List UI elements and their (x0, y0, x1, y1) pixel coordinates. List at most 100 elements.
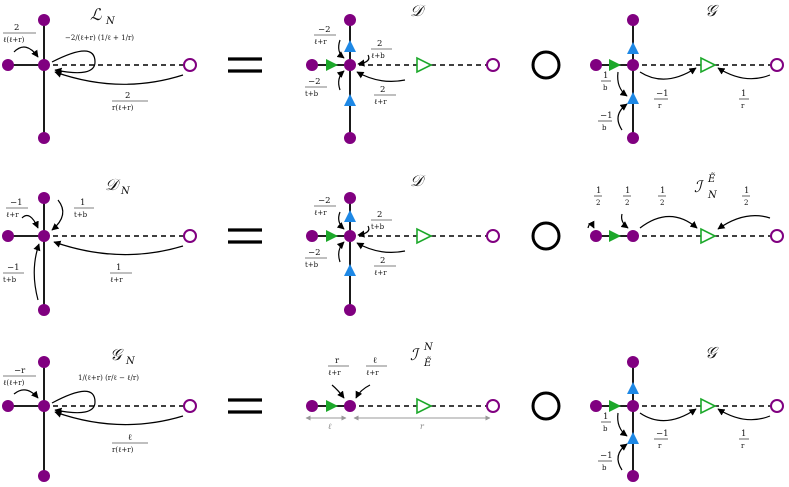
label: 1/(ℓ+r) (r/ℓ − ℓ/r) (78, 374, 139, 382)
node (627, 356, 639, 368)
green-triangle-right (609, 400, 621, 412)
label: r (420, 422, 425, 431)
label: r (335, 356, 340, 366)
title-G: 𝒢 (705, 343, 719, 362)
label: 2 (596, 199, 600, 207)
blue-triangle-up (344, 94, 356, 106)
label: ℓ+r (314, 209, 327, 217)
blue-triangle-up (344, 210, 356, 222)
blue-triangle-up (627, 432, 639, 444)
graph-G-row3: 𝒢 1 b −1 r 1 r −1 (590, 343, 784, 482)
node (627, 132, 639, 144)
label: b (602, 124, 607, 132)
label: 2 (377, 210, 382, 220)
label: ℓ+r (6, 211, 19, 219)
composition-operator (531, 391, 561, 421)
title-L-N: ℒ (90, 5, 102, 24)
title-D: 𝒟 (410, 1, 426, 20)
node (38, 132, 50, 144)
graph-D-N: 𝒟 N −1 ℓ+r 1 t+b −1 t+b 1 ℓ+r (2, 175, 197, 316)
label: 1 (596, 186, 601, 196)
green-triangle-right (326, 59, 338, 71)
green-triangle-right (326, 230, 338, 242)
label: ℓ(ℓ+r) (3, 379, 25, 387)
label: 2 (380, 85, 385, 95)
node (344, 230, 356, 242)
composition-operator (531, 221, 561, 251)
label: r(ℓ+r) (112, 446, 134, 454)
label: −2/(ℓ+r) (1/ℓ + 1/r) (65, 34, 134, 42)
node (38, 470, 50, 482)
node (306, 230, 318, 242)
label: −2 (318, 196, 331, 206)
title-D-N-sub: N (120, 186, 131, 197)
blue-triangle-up (344, 264, 356, 276)
label: 1 (603, 71, 608, 81)
graph-G: 𝒢 1 b −1 r 1 r −1 (590, 1, 784, 144)
label: ℓ+r (374, 98, 387, 106)
node (38, 14, 50, 26)
node (38, 400, 50, 412)
boundary-node (486, 399, 500, 413)
label: t+b (74, 211, 88, 219)
node (344, 192, 356, 204)
node (590, 400, 602, 412)
label: b (602, 464, 607, 472)
label: −1 (656, 89, 669, 99)
label: ℓ (373, 356, 377, 366)
node (344, 14, 356, 26)
label: 2 (14, 23, 19, 33)
label: ℓ+r (328, 369, 341, 377)
node (627, 59, 639, 71)
blue-triangle-up (627, 42, 639, 54)
label: 2 (377, 39, 382, 49)
node (38, 192, 50, 204)
label: ℓ+r (314, 38, 327, 46)
boundary-node (486, 229, 500, 243)
label: −r (14, 366, 26, 376)
label: −1 (10, 198, 23, 208)
hollow-triangle-right (700, 397, 717, 415)
node (627, 400, 639, 412)
node (306, 400, 318, 412)
node (590, 59, 602, 71)
node (38, 304, 50, 316)
boundary-node (183, 229, 197, 243)
boundary-node (183, 399, 197, 413)
label: t+b (305, 90, 319, 98)
node (344, 59, 356, 71)
label: t+b (3, 276, 17, 284)
node (306, 59, 318, 71)
blue-triangle-up (627, 382, 639, 394)
green-triangle-right (609, 230, 621, 242)
equals-sign (228, 398, 262, 414)
label: b (603, 84, 608, 92)
title-I-sup: N (423, 342, 434, 353)
label: −2 (308, 77, 321, 87)
title-I-sub: Ẽ (423, 357, 432, 369)
label: r(ℓ+r) (112, 104, 134, 112)
node (38, 59, 50, 71)
label: ℓ (328, 422, 332, 431)
hollow-triangle-right (416, 56, 433, 74)
blue-triangle-up (344, 40, 356, 52)
title-I: ℐ (694, 177, 704, 196)
label: ℓ (128, 433, 132, 443)
label: 1 (741, 429, 746, 439)
label: 1 (116, 263, 121, 273)
label: 2 (380, 256, 385, 266)
row-3: 𝒢 N −r ℓ(ℓ+r) 1/(ℓ+r) (r/ℓ − ℓ/r) ℓ r(ℓ+… (2, 342, 784, 482)
label: r (741, 102, 745, 110)
boundary-node (770, 58, 784, 72)
graph-G-N: 𝒢 N −r ℓ(ℓ+r) 1/(ℓ+r) (r/ℓ − ℓ/r) ℓ r(ℓ+… (2, 345, 197, 482)
label: t+b (305, 261, 319, 269)
title-D: 𝒟 (410, 171, 426, 190)
label: −1 (656, 429, 669, 439)
label: −1 (600, 111, 613, 121)
equals-sign (228, 228, 262, 244)
label: r (741, 442, 745, 450)
label: 2 (125, 91, 130, 101)
label: 1 (744, 186, 749, 196)
hollow-triangle-right (416, 397, 433, 415)
